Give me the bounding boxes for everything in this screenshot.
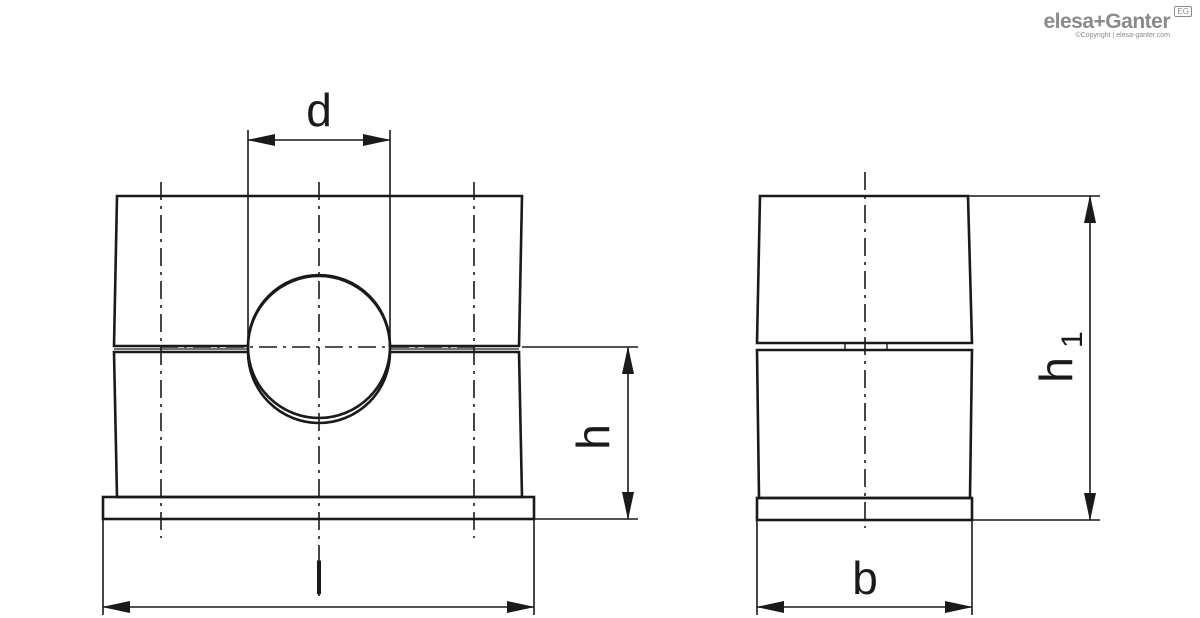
dim-d-label: d bbox=[306, 84, 332, 136]
dim-h1-label: h 1 bbox=[1030, 331, 1089, 382]
side-view bbox=[755, 172, 1100, 615]
dim-h-label: h bbox=[567, 424, 619, 450]
brand-name: elesa+Ganter bbox=[1043, 10, 1170, 33]
dim-h1-sub: 1 bbox=[1056, 331, 1089, 348]
front-lower-half bbox=[112, 350, 524, 499]
brand-logo: elesa+Ganter ©Copyright | elesa-ganter.c… bbox=[1043, 6, 1192, 39]
brand-badge: EG bbox=[1174, 6, 1192, 17]
dim-l-label: l bbox=[314, 552, 324, 604]
dim-h1-base: h bbox=[1030, 357, 1082, 383]
brand-copyright: ©Copyright | elesa-ganter.com bbox=[1075, 32, 1170, 39]
side-upper-half bbox=[755, 194, 974, 345]
front-view bbox=[101, 130, 638, 615]
front-upper-half bbox=[112, 194, 524, 348]
dim-b-label: b bbox=[852, 552, 878, 604]
